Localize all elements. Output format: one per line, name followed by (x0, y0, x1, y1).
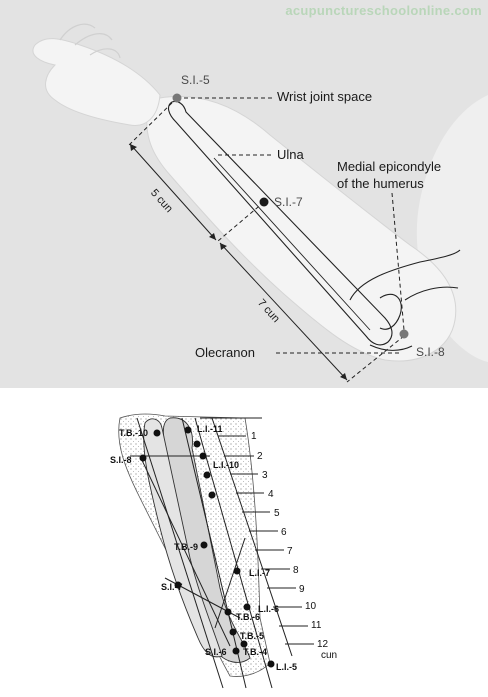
label-li5: L.I.-5 (276, 662, 298, 672)
point-si6 (232, 647, 240, 655)
point-li11 (184, 426, 192, 434)
tick-si8 (346, 335, 405, 383)
label-tb6: T.B.-6 (236, 612, 261, 622)
acupoints (139, 426, 275, 668)
point-si8 (139, 454, 147, 462)
label-olecranon: Olecranon (195, 345, 255, 360)
guide-line-6 (214, 537, 246, 629)
scale-10: 10 (305, 601, 317, 612)
point-li10-a (193, 440, 201, 448)
label-medial-epicondyle-1: Medial epicondyle (337, 159, 442, 174)
watermark: acupunctureschoolonline.com (285, 3, 482, 18)
scale-3: 3 (262, 470, 268, 481)
forearm-bone-diagram (118, 413, 314, 689)
guide-line-4 (139, 455, 231, 647)
guide-line-3 (194, 417, 273, 689)
olecranon-outline (369, 344, 413, 351)
point-li6 (243, 603, 251, 611)
label-li11: L.I.-11 (197, 424, 223, 434)
tick-si7 (217, 201, 265, 242)
label-tb4: T.B.-4 (243, 647, 268, 657)
five-cun-arrow (129, 143, 217, 241)
scale-2: 2 (257, 451, 263, 462)
scale-5: 5 (274, 508, 280, 519)
point-tb10 (153, 429, 161, 437)
scale-4: 4 (268, 489, 274, 500)
label-li7: L.I.-7 (249, 568, 271, 578)
label-si7: S.I.-7 (274, 195, 303, 209)
label-si7-bottom: S.I.-7 (161, 582, 183, 592)
guide-line-2 (181, 417, 247, 689)
ruler-ticks (218, 435, 314, 645)
point-si8 (399, 329, 409, 339)
forearm-photo-panel: acupunctureschoolonline.com S.I.-5 Wrist… (0, 0, 488, 388)
condyle-line (404, 286, 459, 301)
label-li10: L.I.-10 (213, 460, 240, 470)
scale-1: 1 (251, 431, 257, 442)
point-si7 (174, 581, 182, 589)
forearm-shape (146, 95, 457, 362)
guide-line-1 (136, 417, 224, 689)
scale-8: 8 (293, 565, 299, 576)
point-tb4 (240, 640, 248, 648)
label-si8: S.I.-8 (416, 345, 445, 359)
scale-unit: cun (321, 650, 338, 661)
forearm-illustration (32, 23, 488, 383)
label-si5: S.I.-5 (181, 73, 210, 87)
point-si7 (259, 197, 269, 207)
humerus-line (349, 249, 461, 301)
scale-11: 11 (311, 620, 322, 631)
seven-cun-arrow (219, 242, 348, 381)
label-si8-bottom: S.I.-8 (110, 455, 132, 465)
point-si5 (172, 93, 182, 103)
label-tb5: T.B.-5 (240, 631, 265, 641)
hand-shape (32, 38, 161, 127)
point-tb5 (229, 628, 237, 636)
label-si6: S.I.-6 (205, 647, 227, 657)
epicondyle-outline (379, 293, 402, 330)
point-li10-c (203, 471, 211, 479)
ulna-bone (143, 418, 223, 658)
label-tb10: T.B.-10 (119, 428, 149, 438)
scale-9: 9 (299, 584, 305, 595)
label-li6: L.I.-6 (258, 604, 280, 614)
scale-7: 7 (287, 546, 293, 557)
point-tb9 (200, 541, 208, 549)
point-li5 (267, 660, 275, 668)
scale-6: 6 (281, 527, 287, 538)
label-wrist-joint-space: Wrist joint space (277, 89, 373, 104)
label-ulna: Ulna (277, 147, 304, 162)
point-li7 (233, 567, 241, 575)
ulna-outline (167, 100, 393, 346)
scale-12: 12 (317, 639, 329, 650)
label-tb9: T.B.-9 (174, 542, 199, 552)
ruler-spine (211, 417, 293, 657)
ulna-inner-line (213, 157, 371, 331)
epicondyle-leader (391, 192, 405, 331)
tick-wrist (127, 97, 178, 147)
forearm-diagram-panel: T.B.-10 L.I.-11 S.I.-8 L.I.-10 T.B.-9 L.… (0, 388, 488, 697)
finger-lines (59, 23, 121, 59)
label-medial-epicondyle-2: of the humerus (337, 176, 424, 191)
point-tb6 (224, 608, 232, 616)
point-li10-d (208, 491, 216, 499)
point-li10-b (199, 452, 207, 460)
